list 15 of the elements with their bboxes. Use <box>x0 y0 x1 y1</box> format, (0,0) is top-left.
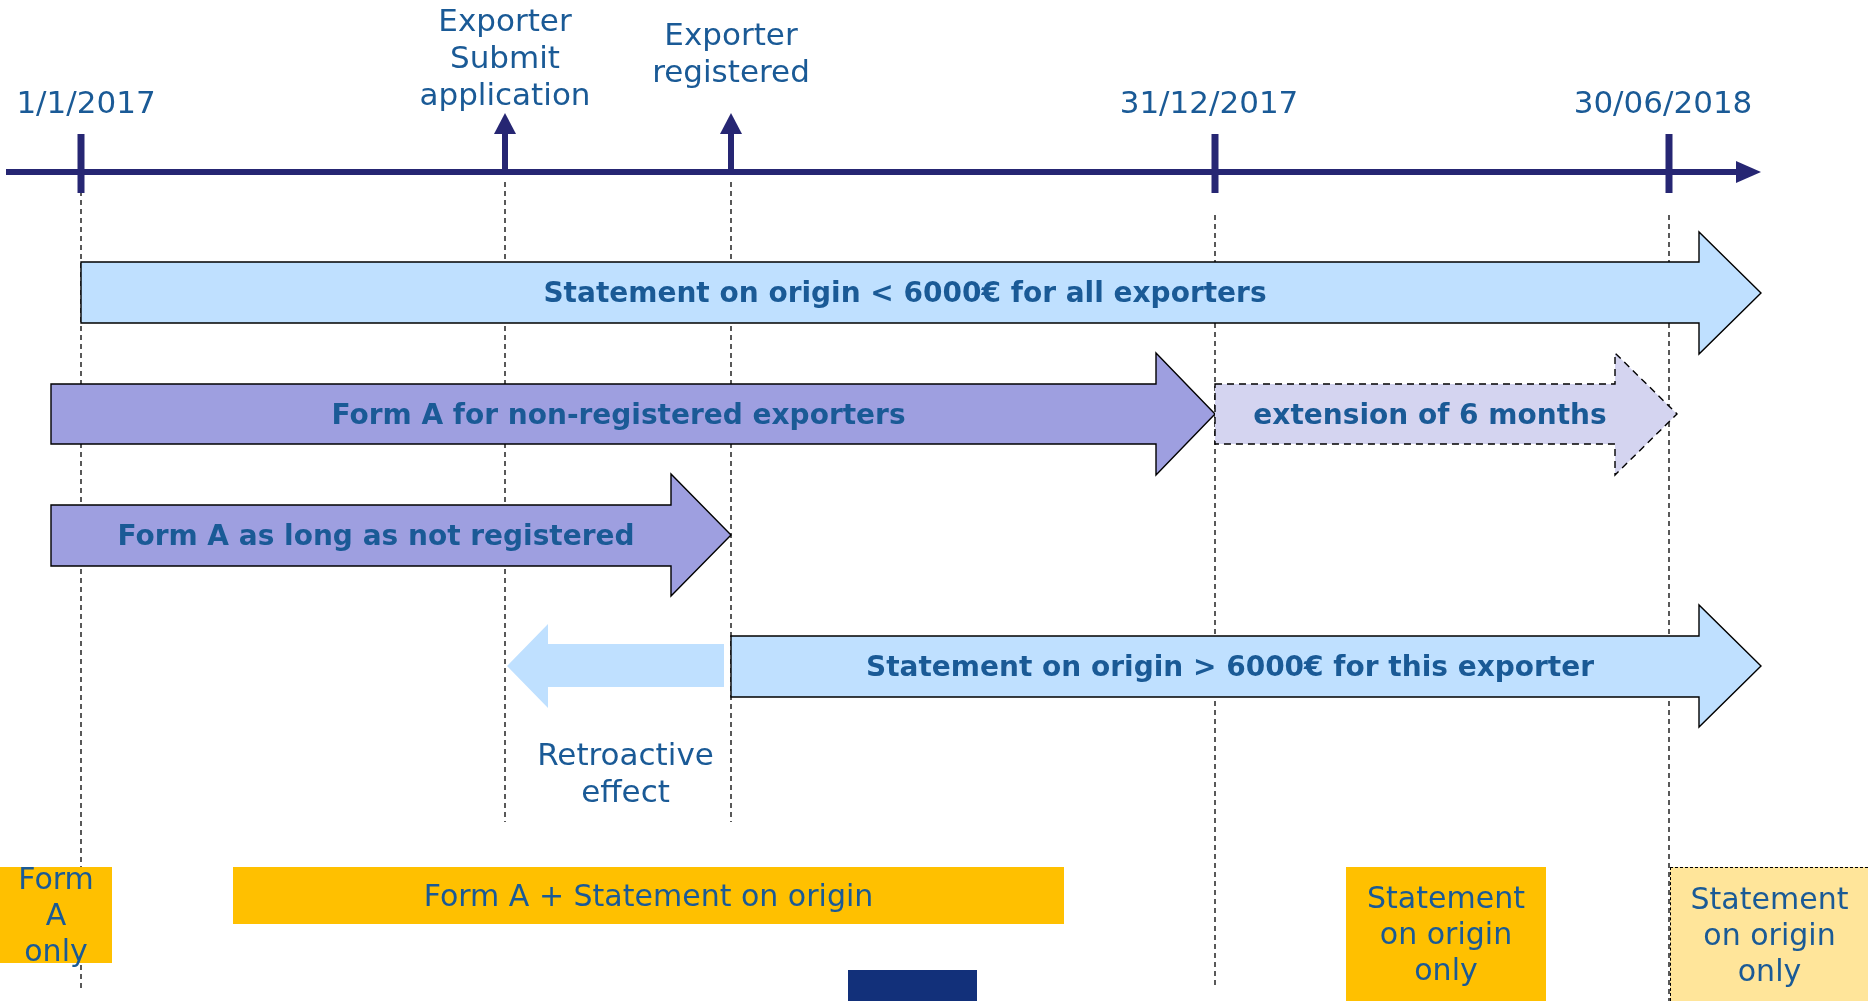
date-label: 31/12/2017 <box>1118 84 1300 122</box>
footer-block <box>848 970 977 1001</box>
period-box: Statement on origin only <box>1670 867 1868 1001</box>
event-label: Exporter registered <box>651 16 811 91</box>
band-label: Form A for non-registered exporters <box>330 396 907 433</box>
period-box: Form A + Statement on origin <box>233 867 1064 924</box>
event-label: Exporter Submit application <box>418 2 592 114</box>
band-label: Statement on origin < 6000€ for all exporters <box>542 275 1268 311</box>
band-label: extension of 6 months <box>1252 396 1608 433</box>
caption-text: Retroactive effect <box>536 736 715 811</box>
band-label: Form A as long as not registered <box>116 518 636 554</box>
period-box: Statement on origin only <box>1346 867 1546 1001</box>
band-label: Statement on origin > 6000€ for this exporter <box>865 649 1595 685</box>
date-label: 1/1/2017 <box>15 84 157 122</box>
date-label: 30/06/2018 <box>1572 84 1754 122</box>
